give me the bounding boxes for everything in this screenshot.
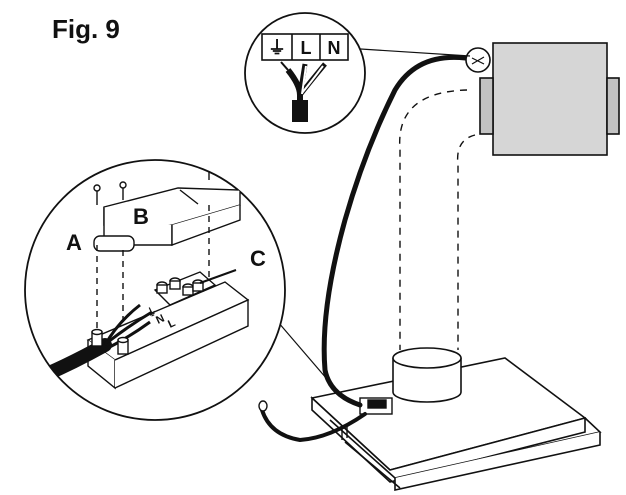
duct-outline [399,89,476,350]
terminal-label-neutral: N [328,38,341,58]
cable-clamp [93,235,135,252]
motor-unit [479,42,620,156]
terminal-detail-callout: ⏚ L N [244,12,366,134]
earth-lead [260,408,367,443]
block-mark-earth: ⏚ [144,304,159,320]
callout-c: C [250,246,266,271]
callout-b: B [133,204,149,229]
callout-a: A [66,230,82,255]
terminal-block-callout: A B C ⏚ N L [24,159,286,421]
block-mark-live: L [166,317,177,331]
outlet-collar [392,347,462,403]
terminal-label-earth: ⏚ [268,38,286,58]
figure-title: Fig. 9 [52,14,120,44]
terminal-label-live: L [301,38,312,58]
power-cable [321,54,481,408]
